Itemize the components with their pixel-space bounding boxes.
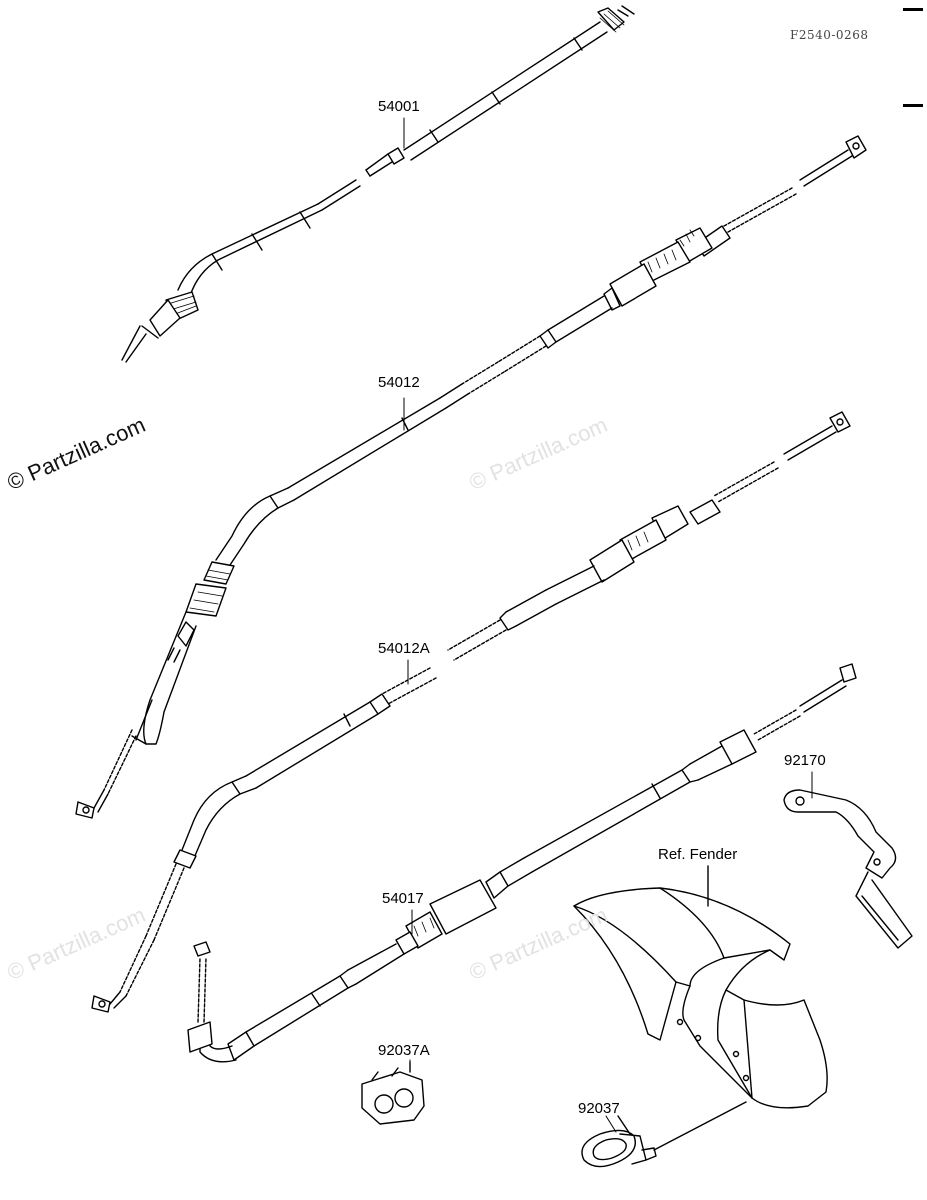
leader-lines — [403, 117, 813, 1133]
edge-mark-middle — [903, 104, 923, 107]
front-fender-reference — [573, 865, 828, 1109]
throttle-cable-54012A — [91, 411, 851, 1013]
label-54001: 54001 — [378, 98, 420, 115]
clamp-92037A — [361, 1061, 425, 1125]
label-54012: 54012 — [378, 374, 420, 391]
speedometer-cable-54001 — [121, 5, 635, 363]
edge-mark-top — [903, 8, 923, 11]
drawing-code: F2540-0268 — [790, 28, 869, 42]
label-54017: 54017 — [382, 890, 424, 907]
label-92170: 92170 — [784, 752, 826, 769]
label-ref-fender: Ref. Fender — [658, 846, 738, 863]
label-92037A: 92037A — [378, 1042, 430, 1059]
choke-cable-54017 — [187, 663, 857, 1063]
bracket-92170 — [783, 789, 913, 949]
label-54012A: 54012A — [378, 640, 430, 657]
throttle-cable-54012 — [75, 135, 867, 819]
grommet-92037 — [581, 1101, 747, 1168]
label-92037: 92037 — [578, 1100, 620, 1117]
